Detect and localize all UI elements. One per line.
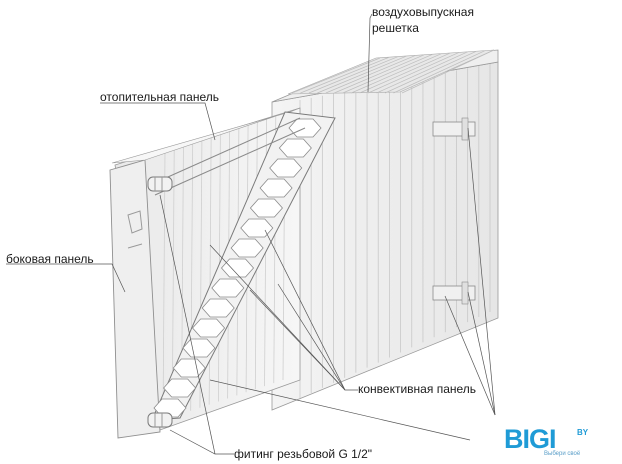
label-air-outlet-grille: воздуховыпускная решетка	[372, 4, 474, 36]
brand-logo-wordmark: BIGI	[504, 424, 557, 454]
air-outlet-grille	[271, 49, 499, 103]
side-panel	[109, 107, 301, 439]
convector-fin	[269, 158, 303, 178]
convection-panel-cutaway	[151, 111, 336, 421]
water-channels	[149, 117, 306, 196]
grille-slat	[308, 56, 398, 94]
label-side-panel: боковая панель	[6, 252, 94, 266]
grille-slat	[325, 55, 416, 94]
convector-fin	[278, 138, 312, 158]
convector-fin	[259, 178, 293, 198]
convector-fin	[230, 238, 264, 258]
label-air-outlet-grille-line1: воздуховыпускная	[372, 5, 474, 19]
convector-fin	[220, 258, 255, 278]
convector-fin	[211, 278, 245, 298]
grille-slat	[300, 57, 389, 94]
mounting-bracket-bottom	[432, 281, 476, 305]
brand-logo-suffix: BY	[577, 428, 589, 437]
grille-slat	[401, 49, 495, 94]
convector-fin	[249, 198, 283, 218]
grille-slat	[359, 52, 451, 94]
grille-slat	[291, 57, 381, 94]
brand-logo-tagline: Выбери своё	[544, 451, 581, 457]
threaded-fitting-bottom	[147, 412, 173, 428]
back-panel	[271, 61, 499, 411]
heating-panel-rib	[162, 149, 166, 421]
grille-slat	[393, 50, 486, 94]
label-air-outlet-grille-line2: решетка	[372, 21, 419, 35]
convector-fin	[163, 378, 197, 398]
label-convection-panel: конвективная панель	[358, 382, 477, 396]
convector-fin	[172, 358, 206, 378]
convector-fin	[201, 298, 235, 318]
grille-slat	[376, 51, 468, 94]
brand-logo: BIGI BY Выбери своё	[504, 424, 614, 462]
threaded-fitting-top	[147, 176, 173, 192]
grille-slat	[351, 53, 442, 94]
leader-lines	[6, 13, 496, 455]
grille-slat	[384, 50, 477, 94]
grille-slat	[342, 53, 433, 94]
convector-fin	[240, 218, 274, 238]
label-heating-panel: отопительная панель	[100, 90, 219, 104]
label-threaded-fitting: фитинг резьбовой G 1/2"	[234, 447, 373, 461]
grille-slat	[317, 55, 407, 94]
grille-slat	[368, 52, 460, 94]
convector-fin	[192, 318, 226, 338]
grille-slat	[334, 54, 424, 94]
